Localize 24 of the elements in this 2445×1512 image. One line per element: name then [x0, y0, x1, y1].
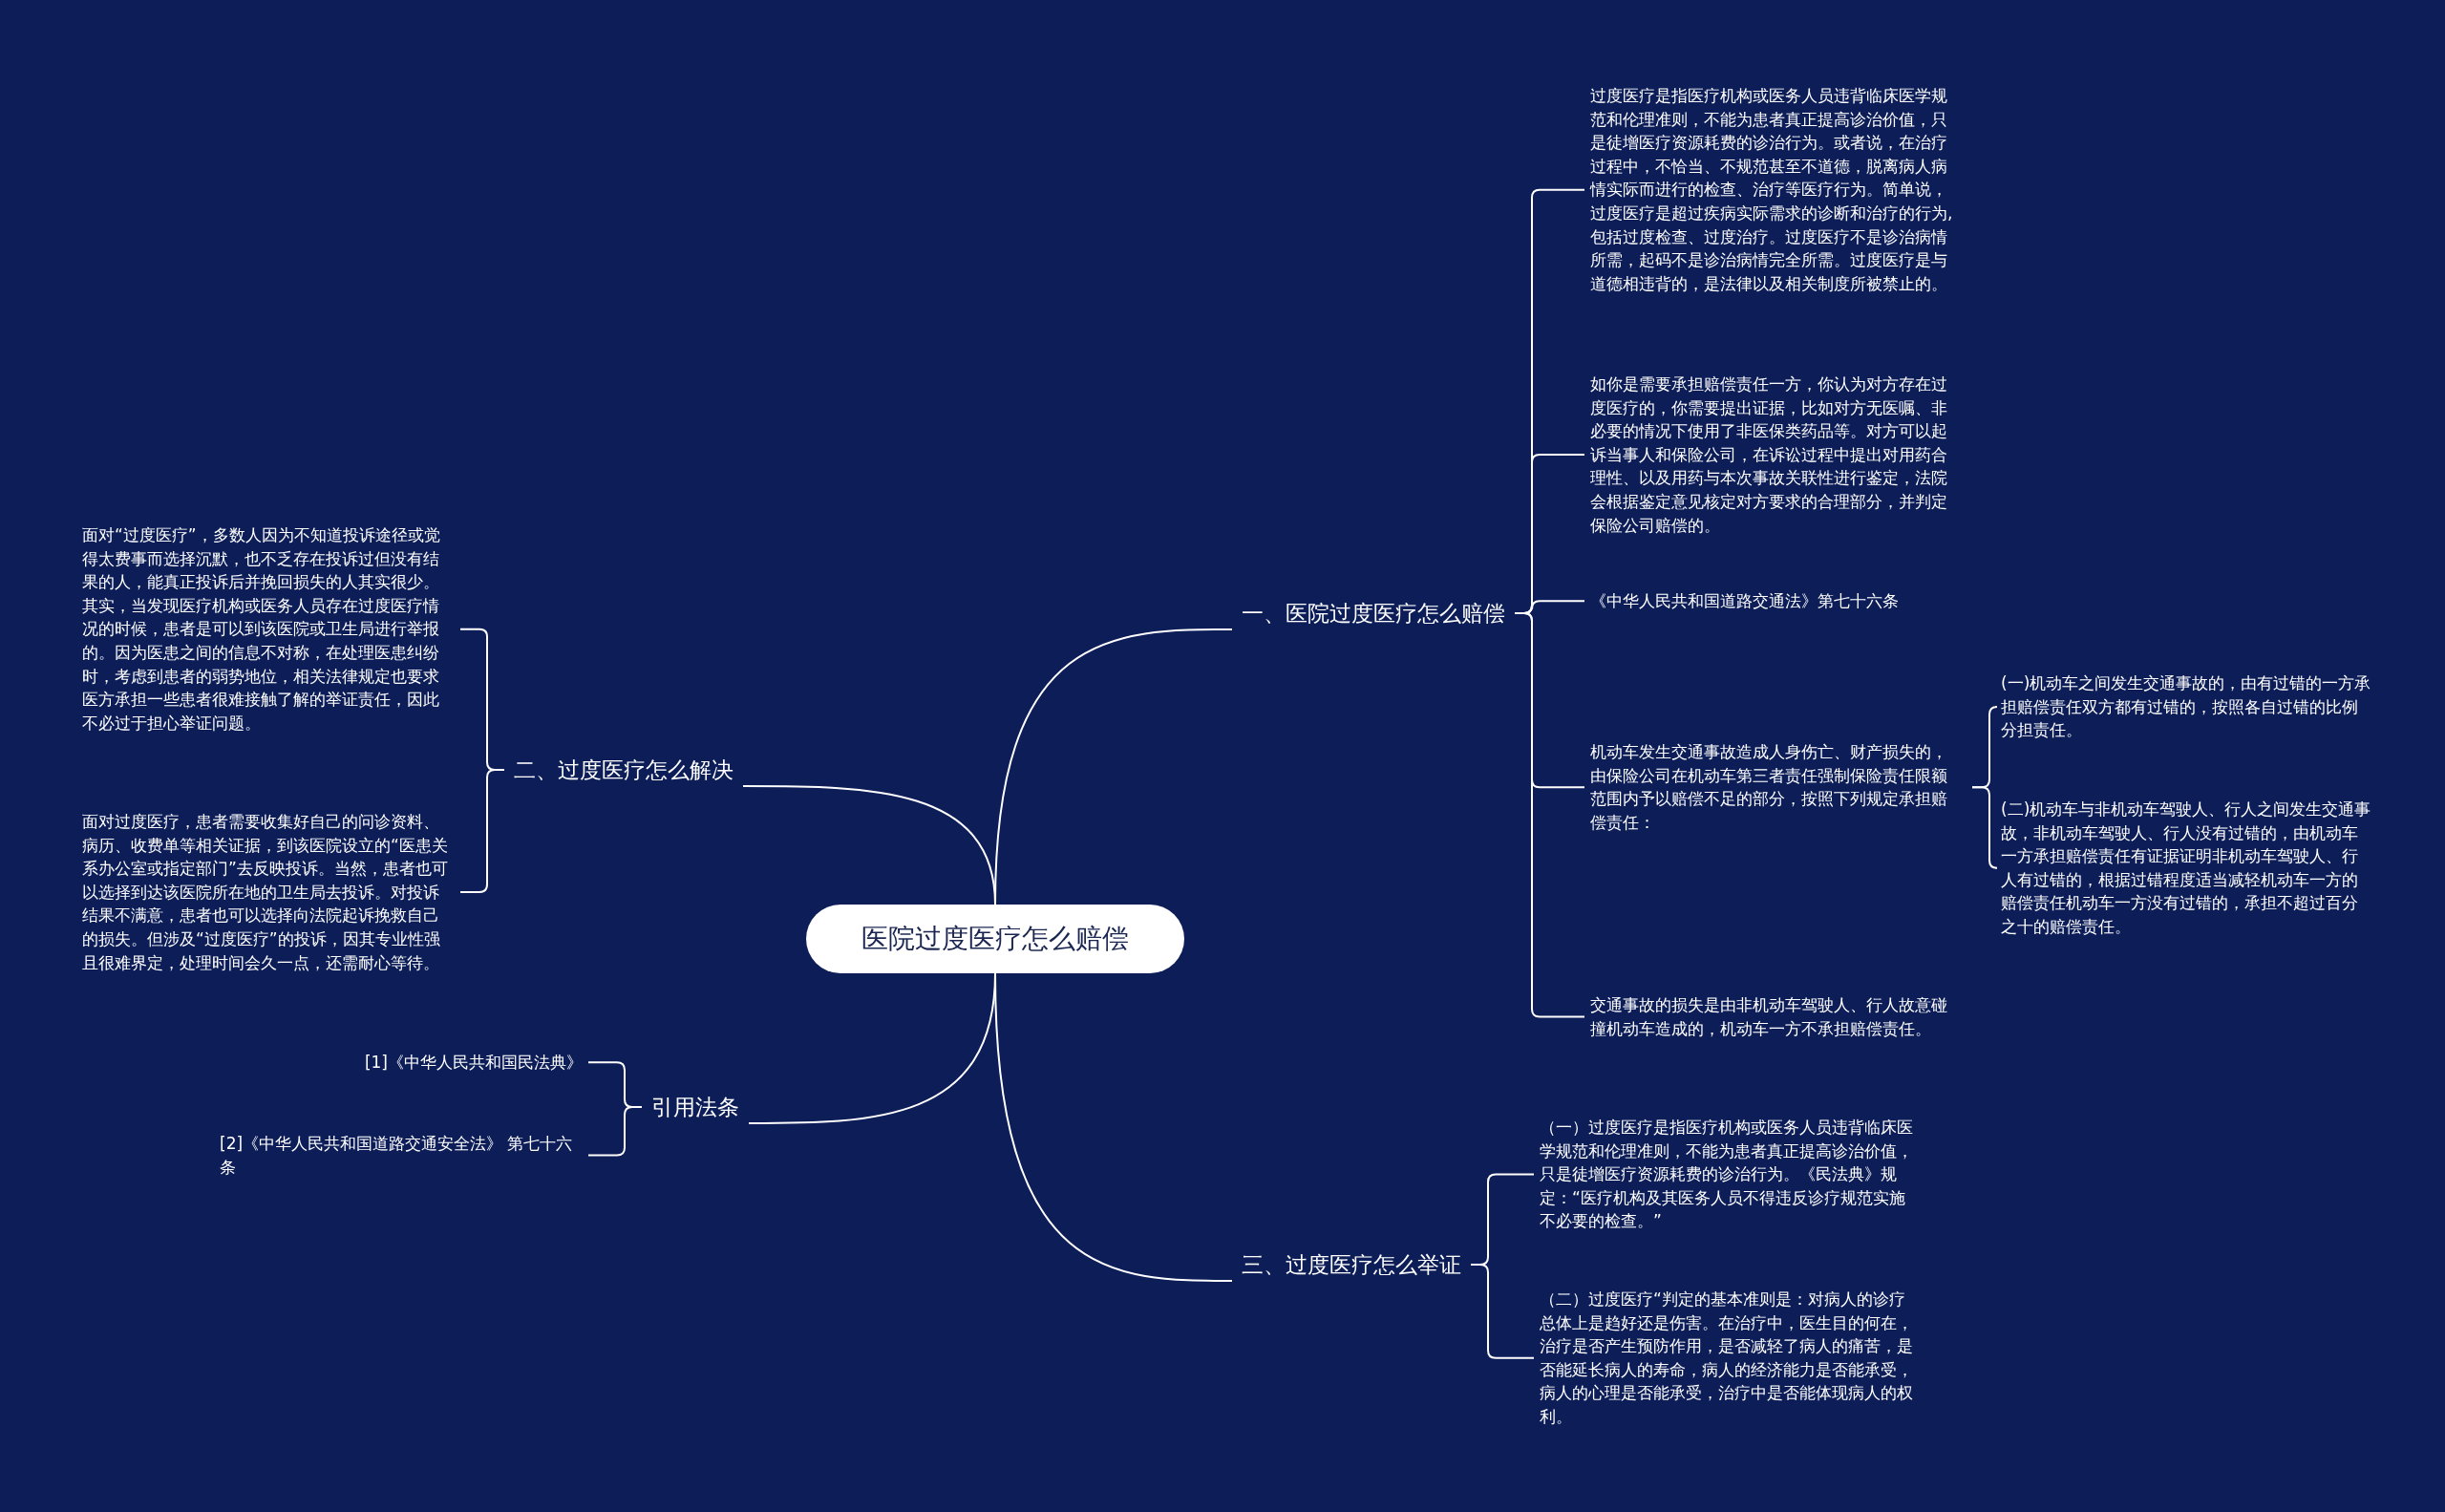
note-text: 机动车发生交通事故造成人身伤亡、财产损失的，由保险公司在机动车第三者责任强制保险责任限额范围内予以赔偿不足的部分，按照下列规定承担赔偿责任：	[1590, 740, 1963, 835]
connector-line	[1514, 612, 1585, 1018]
note-text: 《中华人民共和国道路交通法》第七十六条	[1590, 589, 1899, 613]
connector-line	[1971, 786, 1998, 869]
note-text: 交通事故的损失是由非机动车驾驶人、行人故意碰撞机动车造成的，机动车一方不承担赔偿责任。	[1590, 993, 1963, 1041]
note-text: (二)机动车与非机动车驾驶人、行人之间发生交通事故，非机动车驾驶人、行人没有过错的，由机动车一方承担赔偿责任有证据证明非机动车驾驶人、行人有过错的，根据过错程度适当减轻机动车一方的赔偿责任机动车一方没有过错的，承担不超过百分之十的赔偿责任。	[2001, 798, 2373, 939]
note-text: [2]《中华人民共和国道路交通安全法》 第七十六条	[220, 1132, 583, 1180]
connector-line	[587, 1106, 643, 1157]
central-topic: 医院过度医疗怎么赔偿	[806, 905, 1184, 973]
note-text: （二）过度医疗“判定的基本准则是：对病人的诊疗总体上是趋好还是伤害。在治疗中，医生目的何在，治疗是否产生预防作用，是否减轻了病人的痛苦，是否能延长病人的寿命，病人的经济能力是否能承受，病人的心理是否能承受，治疗中是否能体现病人的权利。	[1540, 1288, 1917, 1429]
branch-topic: 一、医院过度医疗怎么赔偿	[1242, 597, 1505, 629]
note-text: 面对过度医疗，患者需要收集好自己的问诊资料、病历、收费单等相关证据，到该医院设立的“医患关系办公室或指定部门”去反映投诉。当然，患者也可以选择到达该医院所在地的卫生局去投诉。对投诉结果不满意，患者也可以选择向法院起诉挽救自己的损失。但涉及“过度医疗”的投诉，因其专业性强且很难界定，处理时间会久一点，还需耐心等待。	[82, 810, 455, 975]
branch-topic: 引用法条	[651, 1091, 739, 1123]
note-text: (一)机动车之间发生交通事故的，由有过错的一方承担赔偿责任双方都有过错的，按照各自过错的比例分担责任。	[2001, 671, 2373, 742]
note-text: （一）过度医疗是指医疗机构或医务人员违背临床医学规范和伦理准则，不能为患者真正提高诊治价值，只是徒增医疗资源耗费的诊治行为。《民法典》规定：“医疗机构及其医务人员不得违反诊疗规范实施不必要的检查。”	[1540, 1116, 1917, 1233]
connector-line	[1470, 1264, 1535, 1359]
note-text: 过度医疗是指医疗机构或医务人员违背临床医学规范和伦理准则，不能为患者真正提高诊治价值，只是徒增医疗资源耗费的诊治行为。或者说，在治疗过程中，不恰当、不规范甚至不道德，脱离病人病情实际而进行的检查、治疗等医疗行为。简单说，过度医疗是超过疾病实际需求的诊断和治疗的行为,包括过度检查、过度治疗。过度医疗不是诊治病情所需，起码不是诊治病情完全所需。过度医疗是与道德相违背的，是法律以及相关制度所被禁止的。	[1590, 84, 1963, 296]
note-text: 如你是需要承担赔偿责任一方，你认为对方存在过度医疗的，你需要提出证据，比如对方无医嘱、非必要的情况下使用了非医保类药品等。对方可以起诉当事人和保险公司，在诉讼过程中提出对用药合理性、以及用药与本次事故关联性进行鉴定，法院会根据鉴定意见核定对方要求的合理部分，并判定保险公司赔偿的。	[1590, 373, 1963, 538]
connector-line	[742, 785, 996, 905]
connector-line	[994, 972, 1233, 1282]
note-text: 面对“过度医疗”，多数人因为不知道投诉途径或觉得太费事而选择沉默，也不乏存在投诉过但没有结果的人，能真正投诉后并挽回损失的人其实很少。其实，当发现医疗机构或医务人员存在过度医疗情况的时候，患者是可以到该医院或卫生局进行举报的。因为医患之间的信息不对称，在处理医患纠纷时，考虑到患者的弱势地位，相关法律规定也要求医方承担一些患者很难接触了解的举证责任，因此不必过于担心举证问题。	[82, 523, 455, 735]
branch-topic: 三、过度医疗怎么举证	[1242, 1248, 1461, 1281]
note-text: [1]《中华人民共和国民法典》	[287, 1051, 583, 1075]
branch-topic: 二、过度医疗怎么解决	[514, 754, 734, 786]
